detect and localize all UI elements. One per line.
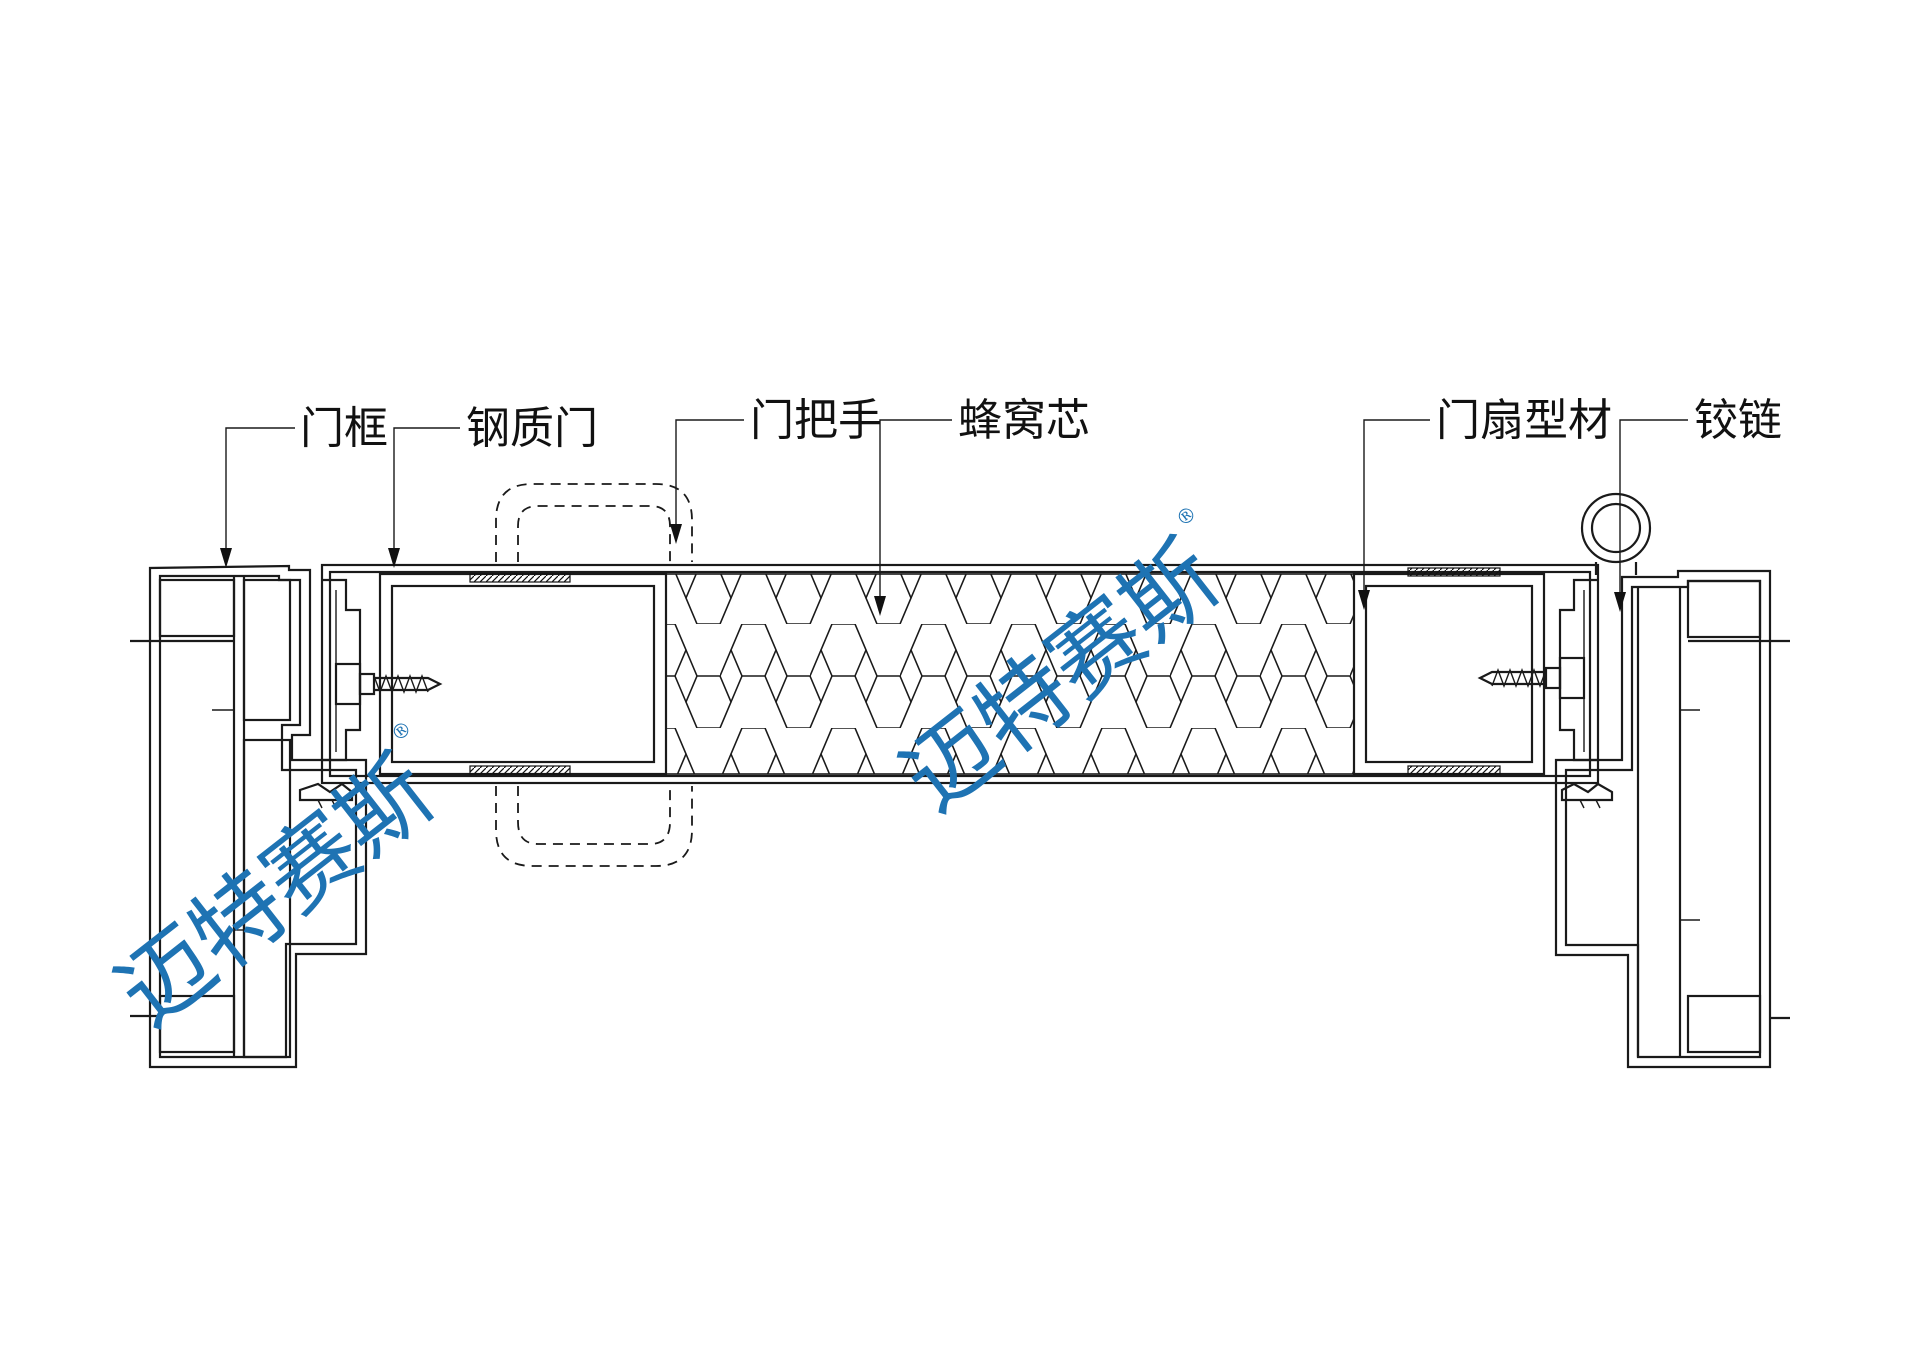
left-screw bbox=[334, 662, 443, 706]
door-handle bbox=[495, 483, 693, 867]
hinge bbox=[1580, 492, 1652, 575]
callout-hinge: 铰链 bbox=[1694, 395, 1782, 446]
callout-honeycomb-core: 蜂窝芯 bbox=[958, 395, 1090, 446]
right-door-frame bbox=[1554, 569, 1790, 1069]
callout-leader-door-handle bbox=[670, 419, 744, 544]
callout-door-handle: 门把手 bbox=[750, 395, 882, 446]
honeycomb-core bbox=[665, 573, 1355, 775]
callout-leader-steel-door bbox=[388, 427, 460, 568]
right-screw bbox=[1477, 656, 1586, 700]
callout-door-leaf-profile: 门扇型材 bbox=[1436, 395, 1612, 446]
callout-leader-hinge bbox=[1614, 419, 1688, 612]
callout-door-frame: 门框 bbox=[300, 403, 388, 454]
left-door-frame bbox=[130, 564, 368, 1069]
callout-leader-door-leaf-profile bbox=[1358, 419, 1430, 610]
callout-leader-honeycomb-core bbox=[874, 419, 952, 616]
callout-leader-door-frame bbox=[220, 427, 295, 568]
left-leaf-profile bbox=[378, 572, 668, 776]
callout-steel-door: 钢质门 bbox=[466, 403, 598, 454]
